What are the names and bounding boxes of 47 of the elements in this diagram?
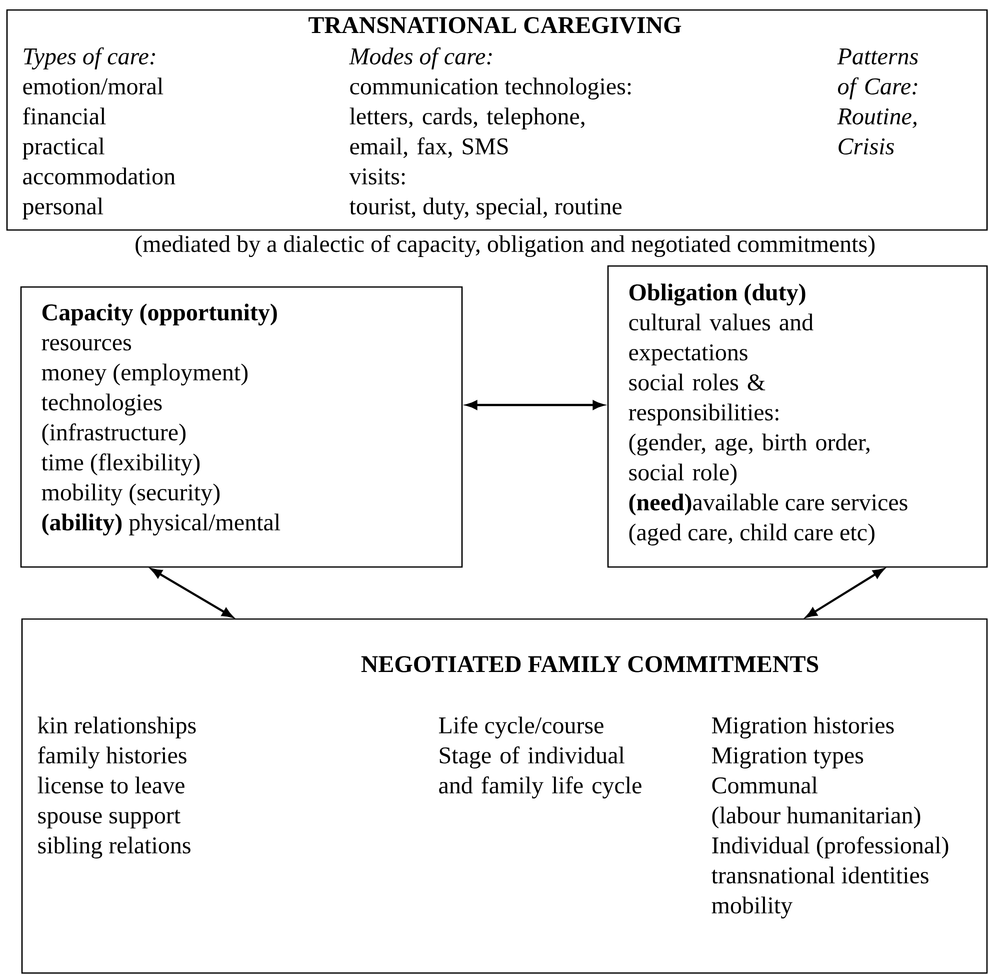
list-item: Life cycle/course xyxy=(438,716,604,738)
list-item: Individual (professional) xyxy=(712,836,948,858)
list-item: personal xyxy=(22,198,104,220)
heading: NEGOTIATED FAMILY COMMITMENTS xyxy=(361,656,818,672)
heading: Capacity (opportunity) xyxy=(42,304,277,326)
list-item: communication technologies: xyxy=(350,78,631,100)
list-item: spouse support xyxy=(38,810,180,828)
list-item: technologies (infrastructure) xyxy=(42,394,186,446)
list-item: kin relationships xyxy=(38,716,196,738)
list-item: emotion/moral xyxy=(23,78,164,94)
list-item: (labour humanitarian) xyxy=(712,806,920,828)
list-item: (gender, age, birth order, social role) xyxy=(629,434,870,486)
list-item: practical xyxy=(22,138,104,160)
list-item: money (employment) xyxy=(42,364,248,386)
arrow xyxy=(806,568,884,618)
list-item: visits: xyxy=(349,168,405,185)
list-item: Migration histories xyxy=(712,716,894,738)
list-item: financial xyxy=(23,107,106,124)
list-item: accommodation xyxy=(23,168,176,184)
obligation-box xyxy=(607,265,988,568)
note: (mediated by a dialectic of capacity, obligation and negotiated commitments) xyxy=(136,234,875,258)
column-heading: Modes of care: xyxy=(349,47,492,70)
list-item: mobility xyxy=(712,896,793,918)
column-heading: Routine, Crisis xyxy=(837,108,916,154)
list-item: (ability) physical/mental xyxy=(42,514,280,536)
list-item: transnational identities xyxy=(712,866,928,884)
list-item: social roles & responsibilities: xyxy=(628,374,778,426)
heading: TRANSNATIONAL CAREGIVING xyxy=(308,17,682,34)
list-item: time (flexibility) xyxy=(42,453,200,476)
column-heading: Patterns of Care: xyxy=(837,48,918,100)
list-item: resources xyxy=(42,338,132,350)
list-item: family histories xyxy=(38,746,186,768)
list-item: mobility (security) xyxy=(42,484,220,506)
list-item: Communal xyxy=(712,776,818,794)
list-item: tourist, duty, special, routine xyxy=(350,198,622,220)
list-item: (aged care, child care etc) xyxy=(629,524,874,546)
list-item: (need)available care services xyxy=(629,494,908,516)
list-item: sibling relations xyxy=(38,836,190,858)
commitments-box xyxy=(21,618,988,974)
arrow xyxy=(150,568,234,618)
list-item: license to leave xyxy=(38,776,184,794)
caregiving-panel xyxy=(6,9,988,231)
heading: Obligation (duty) xyxy=(629,284,806,306)
list-item: Stage of individual and family life cycle xyxy=(439,746,642,798)
capacity-box xyxy=(20,286,463,568)
column-heading: Types of care: xyxy=(24,47,155,70)
list-item: Migration types xyxy=(712,747,864,768)
